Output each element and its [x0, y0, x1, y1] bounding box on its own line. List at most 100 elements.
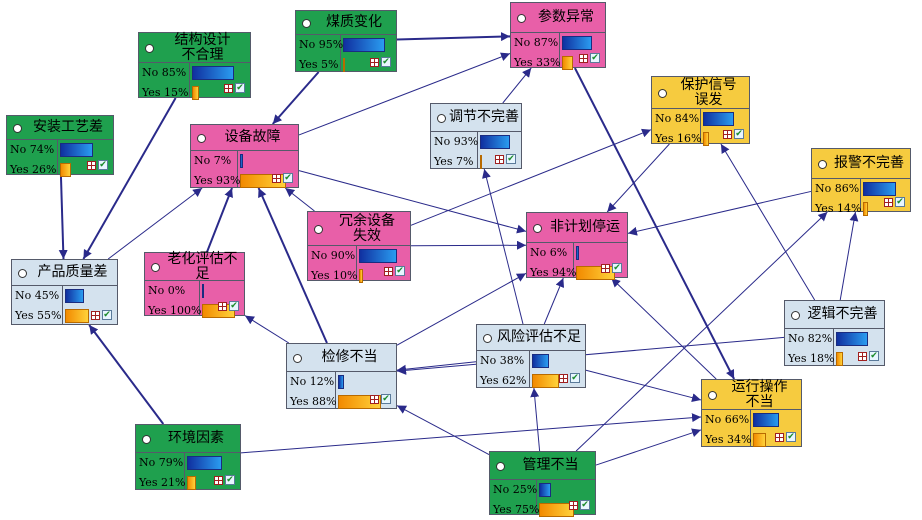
prob-bar-no	[753, 413, 779, 427]
state-circle-icon[interactable]	[197, 133, 206, 143]
prob-label-no: No 86%	[815, 182, 860, 195]
grid-icon	[91, 311, 100, 320]
evidence-indicator-icon[interactable]: ✔	[224, 83, 246, 95]
state-circle-icon[interactable]	[496, 461, 505, 471]
evidence-indicator-icon[interactable]: ✔	[559, 373, 581, 385]
evidence-indicator-icon[interactable]: ✔	[272, 173, 294, 185]
prob-label-no: No 87%	[514, 36, 559, 49]
check-icon: ✔	[381, 57, 391, 67]
state-circle-icon[interactable]	[708, 390, 717, 400]
node-header: 保护信号 误发	[652, 77, 749, 109]
prob-label-yes: Yes 16%	[655, 132, 702, 145]
prob-label-yes: Yes 26%	[10, 163, 57, 176]
node-title: 保护信号 误发	[680, 76, 737, 108]
state-circle-icon[interactable]	[293, 353, 302, 363]
node-title: 检修不当	[321, 349, 378, 365]
state-circle-icon[interactable]	[658, 88, 667, 98]
evidence-indicator-icon[interactable]: ✔	[91, 310, 113, 322]
prob-row-yes: Yes 55%	[12, 306, 117, 326]
node-title: 报警不完善	[834, 155, 904, 171]
state-circle-icon[interactable]	[151, 262, 160, 272]
prob-label-yes: Yes 88%	[290, 395, 337, 408]
state-circle-icon[interactable]	[818, 159, 827, 169]
prob-label-no: No 25%	[493, 483, 538, 496]
state-circle-icon[interactable]	[145, 43, 154, 53]
state-circle-icon[interactable]	[533, 223, 542, 233]
prob-bar-yes	[192, 86, 200, 100]
edge-operate-to-unplan	[610, 277, 717, 380]
prob-bar-yes	[343, 58, 346, 72]
edge-maint-to-fault	[257, 187, 328, 344]
state-circle-icon[interactable]	[302, 18, 311, 28]
state-circle-icon[interactable]	[437, 113, 446, 123]
evidence-indicator-icon[interactable]: ✔	[218, 301, 240, 313]
prob-row-no: No 85%	[139, 63, 250, 83]
prob-bar-yes	[753, 433, 767, 447]
state-circle-icon[interactable]	[314, 224, 323, 234]
prob-bar-no	[187, 456, 222, 470]
state-circle-icon[interactable]	[517, 13, 526, 23]
grid-icon	[370, 58, 379, 67]
grid-icon	[559, 374, 568, 383]
evidence-indicator-icon[interactable]: ✔	[884, 197, 906, 209]
evidence-indicator-icon[interactable]: ✔	[723, 129, 745, 141]
check-icon: ✔	[381, 394, 391, 404]
evidence-indicator-icon[interactable]: ✔	[569, 500, 591, 512]
evidence-indicator-icon[interactable]: ✔	[370, 394, 392, 406]
edge-risk-to-unplan	[543, 277, 565, 325]
prob-label-no: No 74%	[10, 143, 55, 156]
check-icon: ✔	[570, 373, 580, 383]
state-circle-icon[interactable]	[18, 268, 27, 278]
edge-maint-to-unplan	[396, 272, 527, 346]
evidence-indicator-icon[interactable]: ✔	[214, 475, 236, 487]
edge-manage-to-alarm	[575, 211, 828, 452]
prob-label-yes: Yes 21%	[139, 476, 186, 489]
prob-row-yes: Yes 62%	[477, 371, 585, 391]
prob-label-yes: Yes 55%	[15, 309, 62, 322]
edge-install-to-quality	[58, 174, 68, 260]
evidence-indicator-icon[interactable]: ✔	[601, 263, 623, 275]
state-circle-icon[interactable]	[13, 123, 22, 133]
prob-bar-no	[539, 483, 551, 497]
state-circle-icon[interactable]	[142, 434, 151, 444]
check-icon: ✔	[229, 301, 239, 311]
prob-label-no: No 66%	[705, 413, 750, 426]
node-header: 冗余设备 失效	[308, 212, 410, 246]
edge-protect-to-unplan	[606, 143, 670, 213]
evidence-indicator-icon[interactable]: ✔	[858, 351, 880, 363]
evidence-indicator-icon[interactable]: ✔	[370, 57, 392, 69]
prob-row-no: No 6%	[527, 243, 627, 263]
check-icon: ✔	[283, 173, 293, 183]
prob-bar-no	[480, 135, 510, 149]
prob-row-no: No 79%	[136, 453, 240, 473]
evidence-indicator-icon[interactable]: ✔	[579, 53, 601, 65]
evidence-indicator-icon[interactable]: ✔	[775, 432, 797, 444]
check-icon: ✔	[395, 266, 405, 276]
state-circle-icon[interactable]	[791, 310, 800, 320]
node-header: 运行操作 不当	[702, 379, 801, 410]
evidence-indicator-icon[interactable]: ✔	[87, 160, 109, 172]
evidence-indicator-icon[interactable]: ✔	[495, 154, 517, 166]
prob-row-no: No 74%	[7, 140, 113, 160]
prob-label-no: No 45%	[15, 289, 60, 302]
state-circle-icon[interactable]	[483, 333, 492, 343]
evidence-indicator-icon[interactable]: ✔	[384, 266, 406, 278]
